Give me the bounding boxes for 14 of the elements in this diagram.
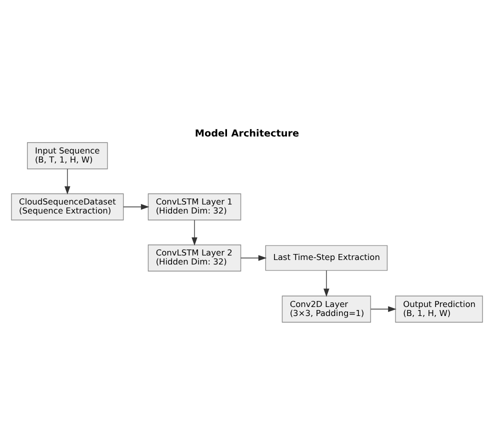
node-box: Input Sequence (B, T, 1, H, W)	[27, 142, 108, 169]
node-box: Last Time-Step Extraction	[265, 244, 388, 270]
arrow	[64, 168, 70, 194]
diagram-title: Model Architecture	[194, 128, 300, 140]
node-box: CloudSequenceDataset (Sequence Extraction)	[11, 192, 124, 220]
arrow	[240, 254, 267, 260]
arrow	[370, 306, 396, 312]
arrow	[192, 219, 198, 246]
node-box: ConvLSTM Layer 1 (Hidden Dim: 32)	[148, 192, 242, 220]
node-box: Conv2D Layer (3×3, Padding=1)	[282, 295, 371, 322]
arrow	[324, 270, 330, 296]
node-box: Output Prediction (B, 1, H, W)	[395, 295, 483, 322]
arrow	[123, 203, 150, 210]
node-box: ConvLSTM Layer 2 (Hidden Dim: 32)	[148, 244, 242, 271]
